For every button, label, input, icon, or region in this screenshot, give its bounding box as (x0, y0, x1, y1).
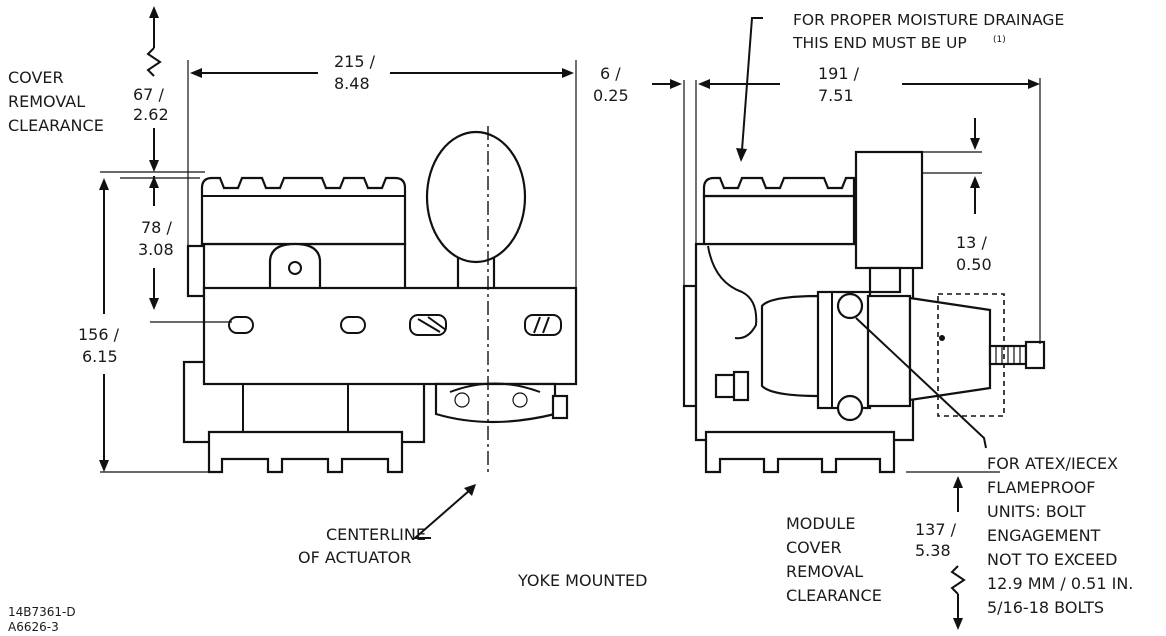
right-cover-band (702, 194, 856, 246)
cover-clearance-dim-1: 67 / (133, 85, 164, 104)
drawing-ref-2: A6626-3 (8, 620, 59, 634)
cover-removal-label-3: CLEARANCE (8, 116, 104, 135)
width-left-dim-1: 215 / (334, 52, 376, 71)
flameproof-note-7: 5/16-18 BOLTS (987, 598, 1104, 617)
right-gauge-block (854, 150, 924, 270)
gauge-dim-2: 0.50 (956, 255, 992, 274)
width-right-dim-1: 191 / (818, 64, 860, 83)
right-side-plate (682, 284, 698, 408)
left-base (207, 430, 404, 474)
module-cover-label-2: COVER (786, 538, 842, 557)
gap-dim-2: 0.25 (593, 86, 629, 105)
cover-clearance-dim-2: 2.62 (133, 105, 169, 124)
drainage-note-ref: (1) (993, 35, 1006, 45)
right-view (682, 150, 1046, 474)
flameproof-note-4: ENGAGEMENT (987, 526, 1101, 545)
left-side-cover (186, 244, 206, 298)
cover-height-dim-1: 78 / (141, 218, 172, 237)
module-clearance-dim-1: 137 / (915, 520, 957, 539)
flameproof-note-1: FOR ATEX/IECEX (987, 454, 1118, 473)
centerline-label-1: CENTERLINE (326, 525, 426, 544)
module-cover-label-1: MODULE (786, 514, 855, 533)
left-cover (200, 176, 407, 246)
flameproof-note-6: 12.9 MM / 0.51 IN. (987, 574, 1133, 593)
module-cover-label-4: CLEARANCE (786, 586, 882, 605)
left-gauge (425, 130, 527, 264)
overall-height-dim-1: 156 / (78, 325, 120, 344)
width-right-dim-2: 7.51 (818, 86, 854, 105)
regulator-clearance-box (937, 293, 1005, 417)
overall-height-dim-2: 6.15 (82, 347, 118, 366)
left-lug (268, 242, 322, 292)
caption: YOKE MOUNTED (517, 571, 647, 590)
bolt-bottom (836, 394, 864, 422)
flameproof-note-2: FLAMEPROOF (987, 478, 1096, 497)
left-mounting-plate (202, 286, 578, 386)
dimensions (99, 6, 1041, 630)
cover-height-dim-2: 3.08 (138, 240, 174, 259)
drawing-ref-1: 14B7361-D (8, 605, 76, 619)
width-left-dim-2: 8.48 (334, 74, 370, 93)
cover-removal-label-2: REMOVAL (8, 92, 85, 111)
gap-dim-1: 6 / (600, 64, 621, 83)
drainage-note-1: FOR PROPER MOISTURE DRAINAGE (793, 11, 1064, 29)
module-cover-label-3: REMOVAL (786, 562, 863, 581)
flameproof-note-5: NOT TO EXCEED (987, 550, 1118, 569)
module-clearance-dim-2: 5.38 (915, 541, 951, 560)
drainage-note-2: THIS END MUST BE UP (792, 34, 967, 52)
cover-removal-label-1: COVER (8, 68, 64, 87)
flameproof-note-3: UNITS: BOLT (987, 502, 1086, 521)
bolt-top (836, 292, 864, 320)
left-view (182, 126, 578, 475)
gauge-dim-1: 13 / (956, 233, 987, 252)
labels: COVER REMOVAL CLEARANCE 67 / 2.62 215 / … (8, 11, 1133, 634)
centerline-label-2: OF ACTUATOR (298, 548, 411, 567)
right-base (704, 430, 896, 474)
right-regulator (760, 294, 822, 398)
right-cover (702, 176, 856, 198)
right-regulator-body (908, 296, 992, 402)
